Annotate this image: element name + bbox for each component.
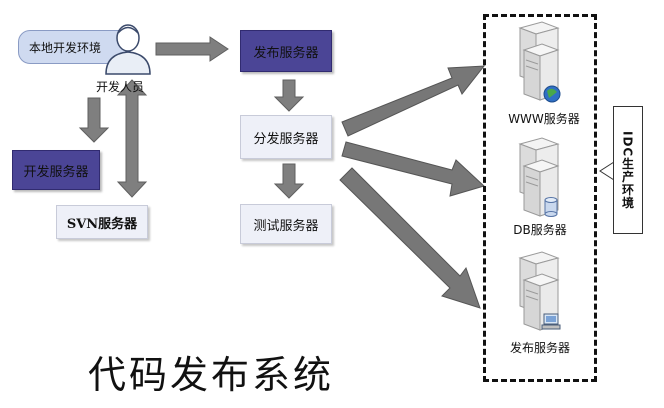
publish-server-label: 发布服务器 <box>253 45 319 61</box>
computer-icon <box>541 313 561 330</box>
arrow-down-to-dev-server <box>78 97 110 143</box>
svn-server-box: SVN服务器 <box>56 205 148 239</box>
local-env-label: 本地开发环境 <box>29 40 102 55</box>
dev-server-label: 开发服务器 <box>23 164 89 180</box>
publish-server-box: 发布服务器 <box>240 30 332 72</box>
arrow-to-www-server <box>341 65 486 137</box>
arrow-svn-bidirectional <box>116 79 148 198</box>
idc-production-frame <box>483 14 597 382</box>
arrow-to-db-server <box>341 141 485 197</box>
database-icon <box>544 197 558 217</box>
dispatch-server-label: 分发服务器 <box>253 131 319 147</box>
test-server-label: 测试服务器 <box>253 218 319 234</box>
www-server-label: WWW服务器 <box>508 112 580 126</box>
idc-environment-label: IDC生产环境 <box>613 106 643 234</box>
svn-server-label: SVN服务器 <box>66 216 138 232</box>
diagram-title: 代码发布系统 <box>88 353 335 397</box>
dispatch-server-box: 分发服务器 <box>240 115 332 159</box>
idc-publish-server-icon <box>518 251 561 331</box>
arrow-to-idc-publish-server <box>339 167 481 309</box>
test-server-box: 测试服务器 <box>240 204 332 244</box>
www-server-icon <box>518 21 561 103</box>
db-server-label: DB服务器 <box>513 223 567 237</box>
arrow-dispatch-to-test <box>273 163 305 199</box>
arrow-publish-to-dispatch <box>273 79 305 112</box>
arrow-dev-to-publish <box>155 36 229 62</box>
db-server-icon <box>518 137 560 217</box>
developer-person-icon <box>105 24 151 75</box>
developer-label: 开发人员 <box>96 80 145 94</box>
idc-publish-server-label: 发布服务器 <box>509 341 570 355</box>
dev-server-box: 开发服务器 <box>12 150 100 190</box>
